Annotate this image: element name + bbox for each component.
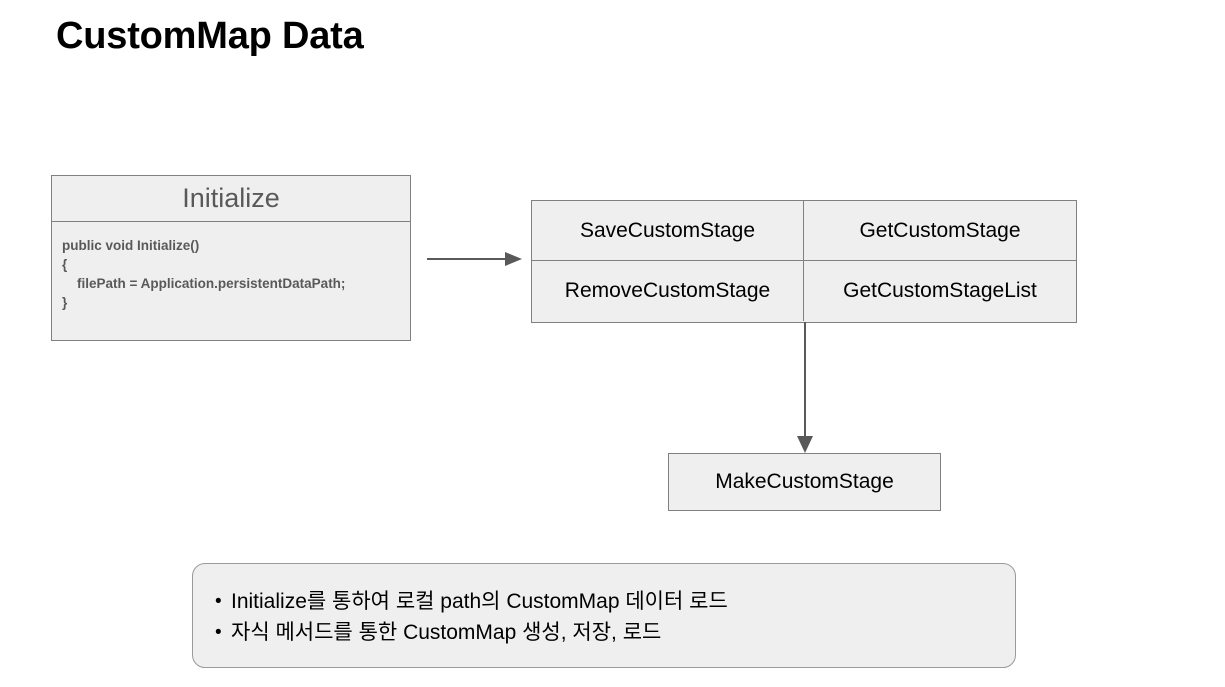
bullet-icon: • [215,622,222,643]
code-line: public void Initialize() [62,238,200,253]
make-custom-stage-label: MakeCustomStage [715,470,894,493]
bullet-icon: • [215,591,222,612]
code-line: filePath = Application.persistentDataPat… [62,276,346,291]
note-line: • 자식 메서드를 통한 CustomMap 생성, 저장, 로드 [215,617,1015,648]
initialize-class-box: Initialize public void Initialize() { fi… [51,175,411,341]
notes-box: • Initialize를 통하여 로컬 path의 CustomMap 데이터… [192,563,1016,668]
code-line: { [62,257,68,272]
note-line: • Initialize를 통하여 로컬 path의 CustomMap 데이터… [215,586,1015,617]
method-label: RemoveCustomStage [564,279,771,302]
method-label: GetCustomStage [859,218,1021,242]
page-title: CustomMap Data [56,15,364,57]
method-label: GetCustomStageList [843,279,1037,302]
initialize-title: Initialize [182,183,280,213]
methods-grid: SaveCustomStage GetCustomStage RemoveCus… [531,200,1077,323]
method-label: SaveCustomStage [579,218,756,242]
method-cell-remove-custom-stage[interactable]: RemoveCustomStage [532,261,804,321]
make-custom-stage-box[interactable]: MakeCustomStage [668,453,941,511]
method-cell-get-custom-stage[interactable]: GetCustomStage [804,201,1076,261]
note-text: 자식 메서드를 통한 CustomMap 생성, 저장, 로드 [231,621,662,644]
arrow-methods-to-make-stage-icon [797,322,813,453]
arrow-initialize-to-methods-icon [427,252,522,266]
method-cell-get-custom-stage-list[interactable]: GetCustomStageList [804,261,1076,321]
initialize-header: Initialize [52,176,410,222]
method-cell-save-custom-stage[interactable]: SaveCustomStage [532,201,804,261]
initialize-code-block: public void Initialize() { filePath = Ap… [52,222,410,312]
note-text: Initialize를 통하여 로컬 path의 CustomMap 데이터 로… [231,590,728,613]
code-line: } [62,295,68,310]
